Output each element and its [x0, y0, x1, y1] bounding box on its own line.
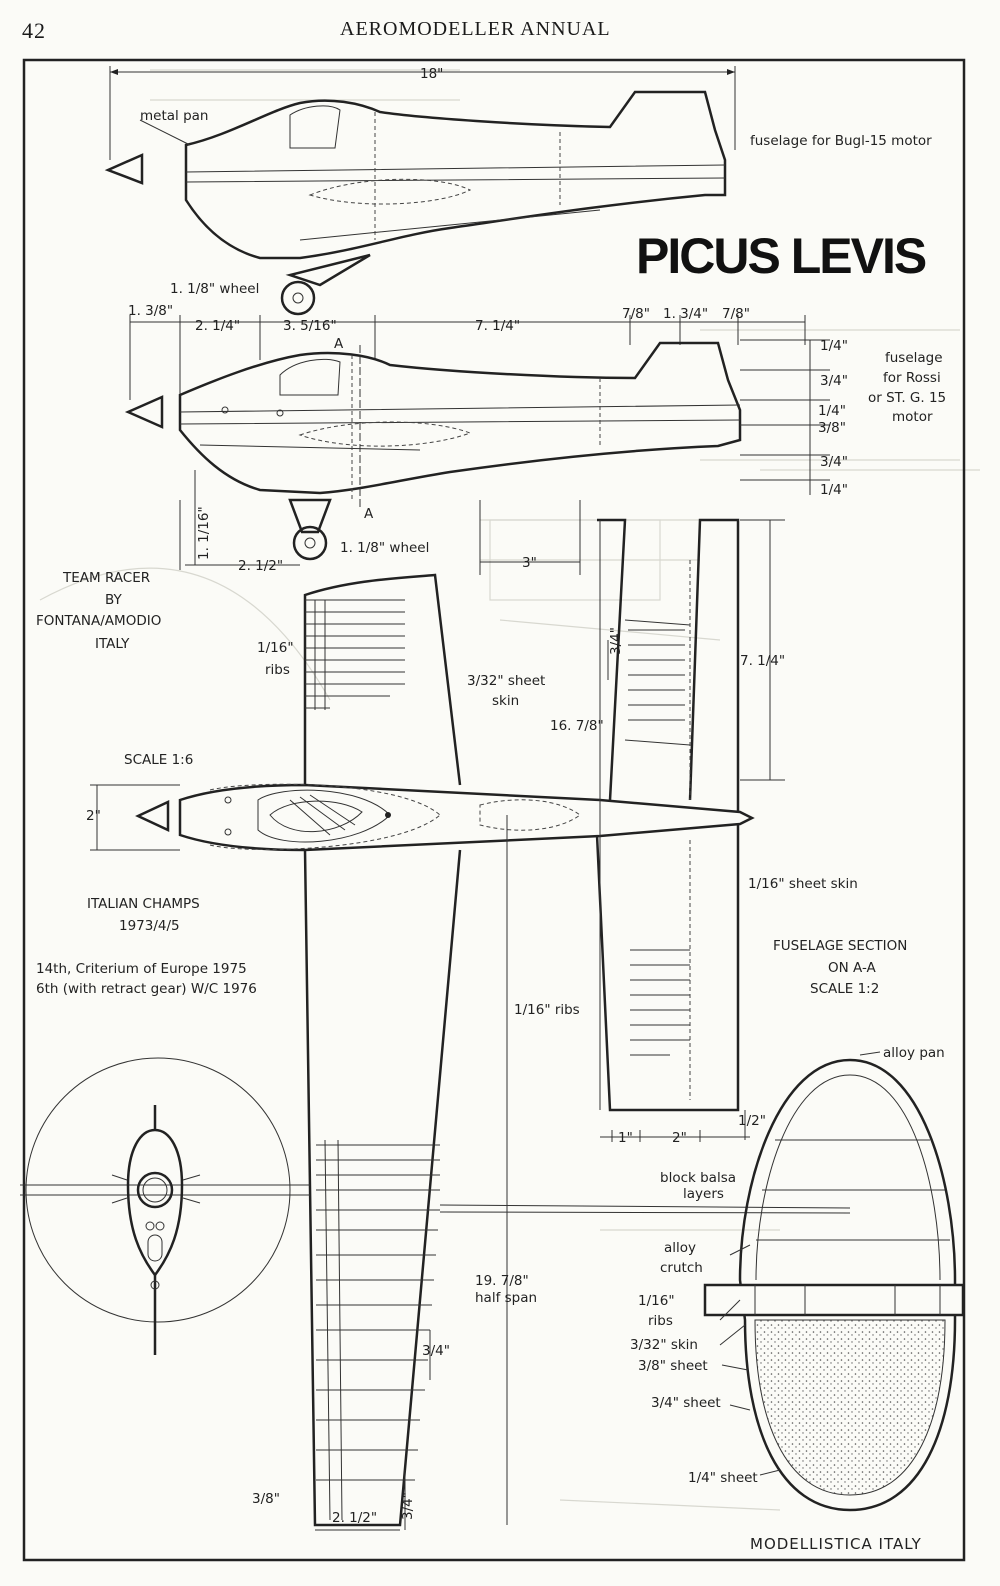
dim-3: 3"	[522, 555, 537, 571]
label-overall-length: 18"	[420, 66, 443, 82]
label-half-span-2: half span	[475, 1290, 537, 1306]
vdim-1-4-b: 1/4"	[818, 403, 846, 419]
champs-line-2: 1973/4/5	[119, 918, 180, 934]
team-line-4: ITALY	[95, 636, 130, 652]
section-title-3: SCALE 1:2	[810, 981, 879, 997]
front-view	[25, 1057, 291, 1355]
dim-7-1-4: 7. 1/4"	[475, 318, 520, 334]
label-section-ribs-2: ribs	[648, 1313, 673, 1329]
label-wheel-bottom: 1. 1/8" wheel	[340, 540, 429, 556]
vdim-1-4-a: 1/4"	[820, 338, 848, 354]
label-ribs-lower: 1/16" ribs	[514, 1002, 580, 1018]
dim-tail-1-2: 1/2"	[738, 1113, 766, 1129]
label-sheet-skin: 1/16" sheet skin	[748, 876, 858, 892]
side-view-bugl	[104, 66, 736, 316]
dim-1-3-4: 1. 3/4"	[663, 306, 708, 322]
dim-wing-2-1-2: 2. 1/2"	[332, 1510, 377, 1526]
label-section-3-4-sheet: 3/4" sheet	[651, 1395, 721, 1411]
fuselage-section	[703, 1051, 965, 1512]
dim-wing-3-8: 3/8"	[252, 1491, 280, 1507]
label-section-ribs-1: 1/16"	[638, 1293, 675, 1309]
dim-7-8-b: 7/8"	[722, 306, 750, 322]
footer-credit: MODELLISTICA ITALY	[750, 1535, 922, 1553]
dim-tail-7-1-4: 7. 1/4"	[740, 653, 785, 669]
label-ribs-1: 1/16"	[257, 640, 294, 656]
section-title-1: FUSELAGE SECTION	[773, 938, 907, 954]
vdim-3-8: 3/8"	[818, 420, 846, 436]
dim-tail-1: 1"	[618, 1130, 633, 1146]
dim-1-1-16: 1. 1/16"	[196, 506, 212, 560]
label-block-balsa-2: layers	[683, 1186, 724, 1202]
dim-tail-3-4: 3/4"	[608, 627, 624, 655]
dim-wing-3-4-vertical: 3/4"	[400, 1492, 416, 1520]
label-alloy-pan: alloy pan	[883, 1045, 945, 1061]
page-header-title: AEROMODELLER ANNUAL	[340, 18, 611, 40]
label-fuselage-rossi-2: for Rossi	[883, 370, 941, 386]
ghost-background	[39, 69, 980, 1511]
vdim-3-4-b: 3/4"	[820, 454, 848, 470]
label-scale-1-6: SCALE 1:6	[124, 752, 193, 768]
dim-7-8-a: 7/8"	[622, 306, 650, 322]
section-title-2: ON A-A	[828, 960, 877, 976]
results-line-1: 14th, Criterium of Europe 1975	[36, 961, 247, 977]
label-ribs-2: ribs	[265, 662, 290, 678]
plan-title: PICUS LEVIS	[636, 228, 926, 284]
label-fuselage-bugl: fuselage for Bugl-15 motor	[750, 133, 932, 149]
label-skin-1: 3/32" sheet	[467, 673, 545, 689]
page-number: 42	[22, 18, 46, 43]
team-line-2: BY	[105, 592, 123, 608]
champs-line-1: ITALIAN CHAMPS	[87, 896, 200, 912]
label-section-skin: 3/32" skin	[630, 1337, 698, 1353]
team-line-1: TEAM RACER	[62, 570, 150, 586]
vdim-1-4-c: 1/4"	[820, 482, 848, 498]
vdim-3-4-a: 3/4"	[820, 373, 848, 389]
dim-1-3-8: 1. 3/8"	[128, 303, 173, 319]
label-skin-2: skin	[492, 693, 519, 709]
label-fuselage-rossi-1: fuselage	[885, 350, 943, 366]
drawing-border	[22, 58, 966, 1562]
team-line-3: FONTANA/AMODIO	[36, 613, 161, 629]
dim-2-1-4: 2. 1/4"	[195, 318, 240, 334]
results-line-2: 6th (with retract gear) W/C 1976	[36, 981, 257, 997]
dim-wing-3-4: 3/4"	[422, 1343, 450, 1359]
label-fuselage-rossi-3: or ST. G. 15	[868, 390, 946, 406]
dim-2-1-2: 2. 1/2"	[238, 558, 283, 574]
plan-view-wing	[20, 518, 851, 1531]
label-half-span-1: 19. 7/8"	[475, 1273, 529, 1289]
label-section-1-4-sheet: 1/4" sheet	[688, 1470, 758, 1486]
label-alloy-crutch-2: crutch	[660, 1260, 703, 1276]
section-mark-top: A	[334, 336, 344, 352]
section-mark-bottom: A	[364, 506, 374, 522]
side-view-rossi	[124, 315, 830, 575]
label-block-balsa-1: block balsa	[660, 1170, 736, 1186]
dim-width-2: 2"	[86, 808, 101, 824]
label-wheel-top: 1. 1/8" wheel	[170, 281, 259, 297]
label-alloy-crutch-1: alloy	[664, 1240, 696, 1256]
dim-tail-16-7-8: 16. 7/8"	[550, 718, 604, 734]
dim-3-5-16: 3. 5/16"	[283, 318, 337, 334]
dim-tail-2: 2"	[672, 1130, 687, 1146]
label-section-3-8-sheet: 3/8" sheet	[638, 1358, 708, 1374]
label-metal-pan: metal pan	[140, 108, 208, 124]
label-fuselage-rossi-4: motor	[892, 409, 933, 425]
